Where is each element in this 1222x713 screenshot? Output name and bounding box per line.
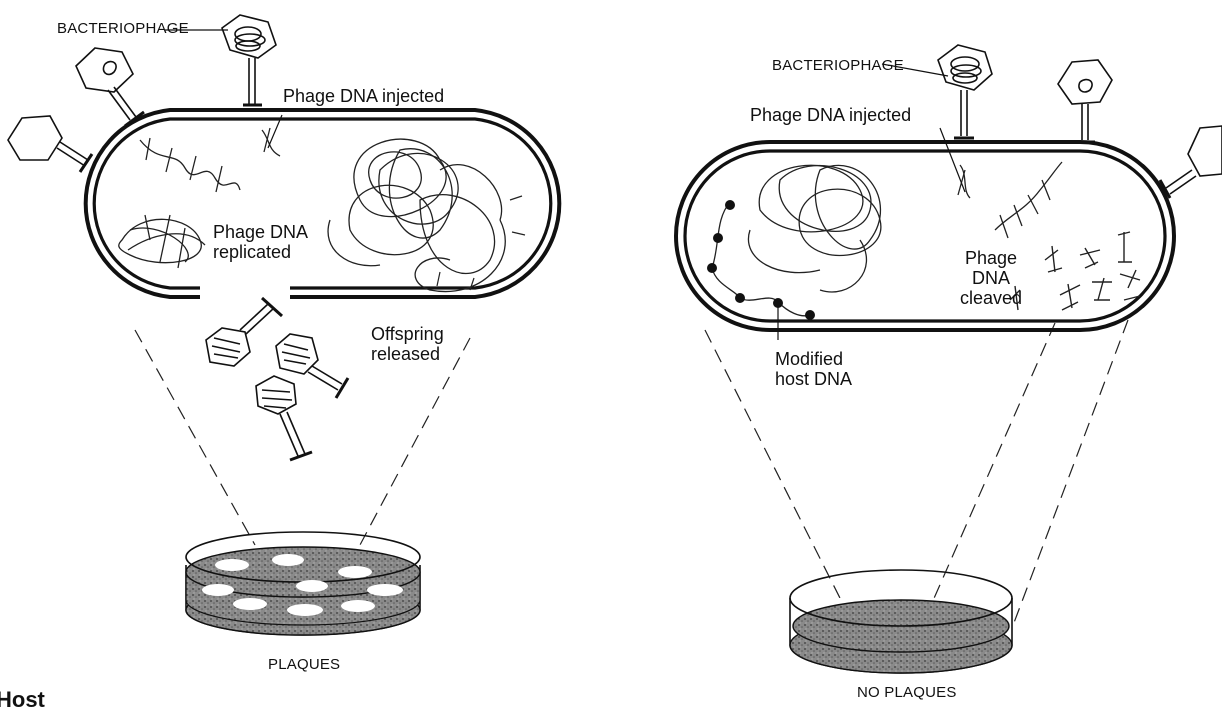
left-phage-top: [222, 15, 276, 105]
right-bacterium: [676, 142, 1174, 330]
right-phage-top: [938, 45, 992, 138]
petri-dish-no-plaques: [790, 570, 1012, 673]
bottom-caption-fragment: Host: [0, 688, 45, 712]
right-phage-dna-injected-label: Phage DNA injected: [750, 106, 911, 126]
right-bacteriophage-label: BACTERIOPHAGE: [772, 58, 904, 75]
right-phage-dna-injected: [958, 162, 1062, 238]
plaques-label: PLAQUES: [268, 657, 340, 674]
right-host-dna: [748, 165, 880, 292]
phage-dna-replicated-label: Phage DNA replicated: [213, 223, 308, 263]
left-host-dna: [328, 139, 505, 291]
cleaved-dna-fragments: [1010, 232, 1140, 310]
petri-dish-plaques: [186, 532, 420, 635]
right-phage-side: [1160, 126, 1222, 198]
left-phage-side: [8, 116, 92, 172]
right-phage-second: [1058, 60, 1112, 142]
left-phage-dna-injected-label: Phage DNA injected: [283, 87, 444, 107]
modified-host-dna-label: Modified host DNA: [775, 350, 852, 390]
phage-dna-cleaved-label: Phage DNA cleaved: [960, 249, 1022, 308]
left-bacterium: [86, 110, 560, 297]
offspring-phage-3: [256, 376, 312, 460]
offspring-phage-1: [206, 298, 282, 366]
offspring-released-label: Offspring released: [371, 325, 444, 365]
right-panel: [676, 45, 1222, 673]
left-phage-dna-replicated: [119, 215, 205, 268]
left-phage-dna-injected: [140, 128, 280, 192]
left-bacteriophage-label: BACTERIOPHAGE: [57, 21, 189, 38]
left-phage-middle: [76, 48, 144, 126]
right-projection-lines: [705, 320, 1128, 628]
left-panel: [8, 15, 559, 635]
no-plaques-label: NO PLAQUES: [857, 685, 957, 702]
